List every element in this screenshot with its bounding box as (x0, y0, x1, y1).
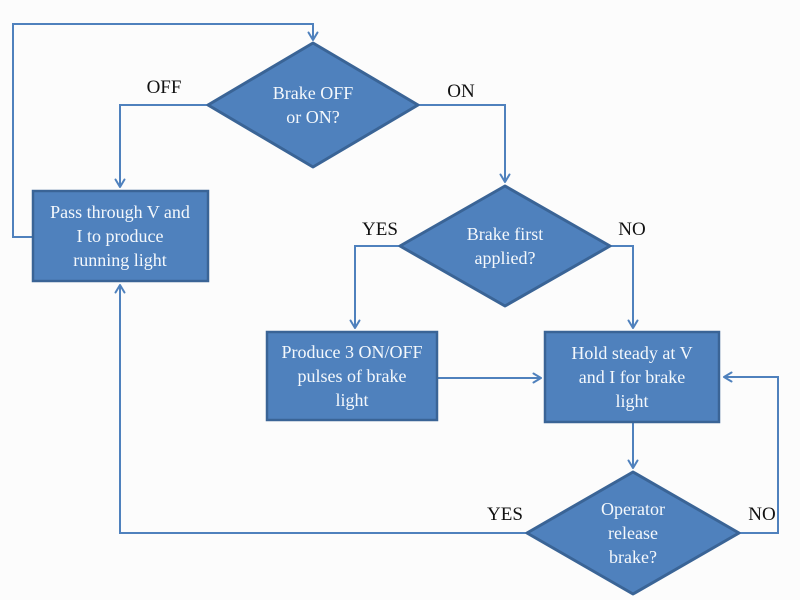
process-running-light (31, 189, 210, 283)
decision-brake-on-off (206, 41, 420, 169)
edge-first-no (610, 245, 639, 329)
edge-first-yes (349, 245, 400, 329)
edge-release-yes-loop (114, 284, 527, 534)
decision-operator-release (525, 470, 741, 596)
edge-off (114, 104, 208, 188)
process-brake-pulses (265, 330, 439, 422)
edge-on (418, 104, 511, 183)
edge-release-no-loop (723, 371, 779, 534)
decision-brake-first-applied (398, 184, 612, 308)
edge-running-light-loop (12, 23, 319, 238)
process-hold-steady (543, 330, 721, 424)
